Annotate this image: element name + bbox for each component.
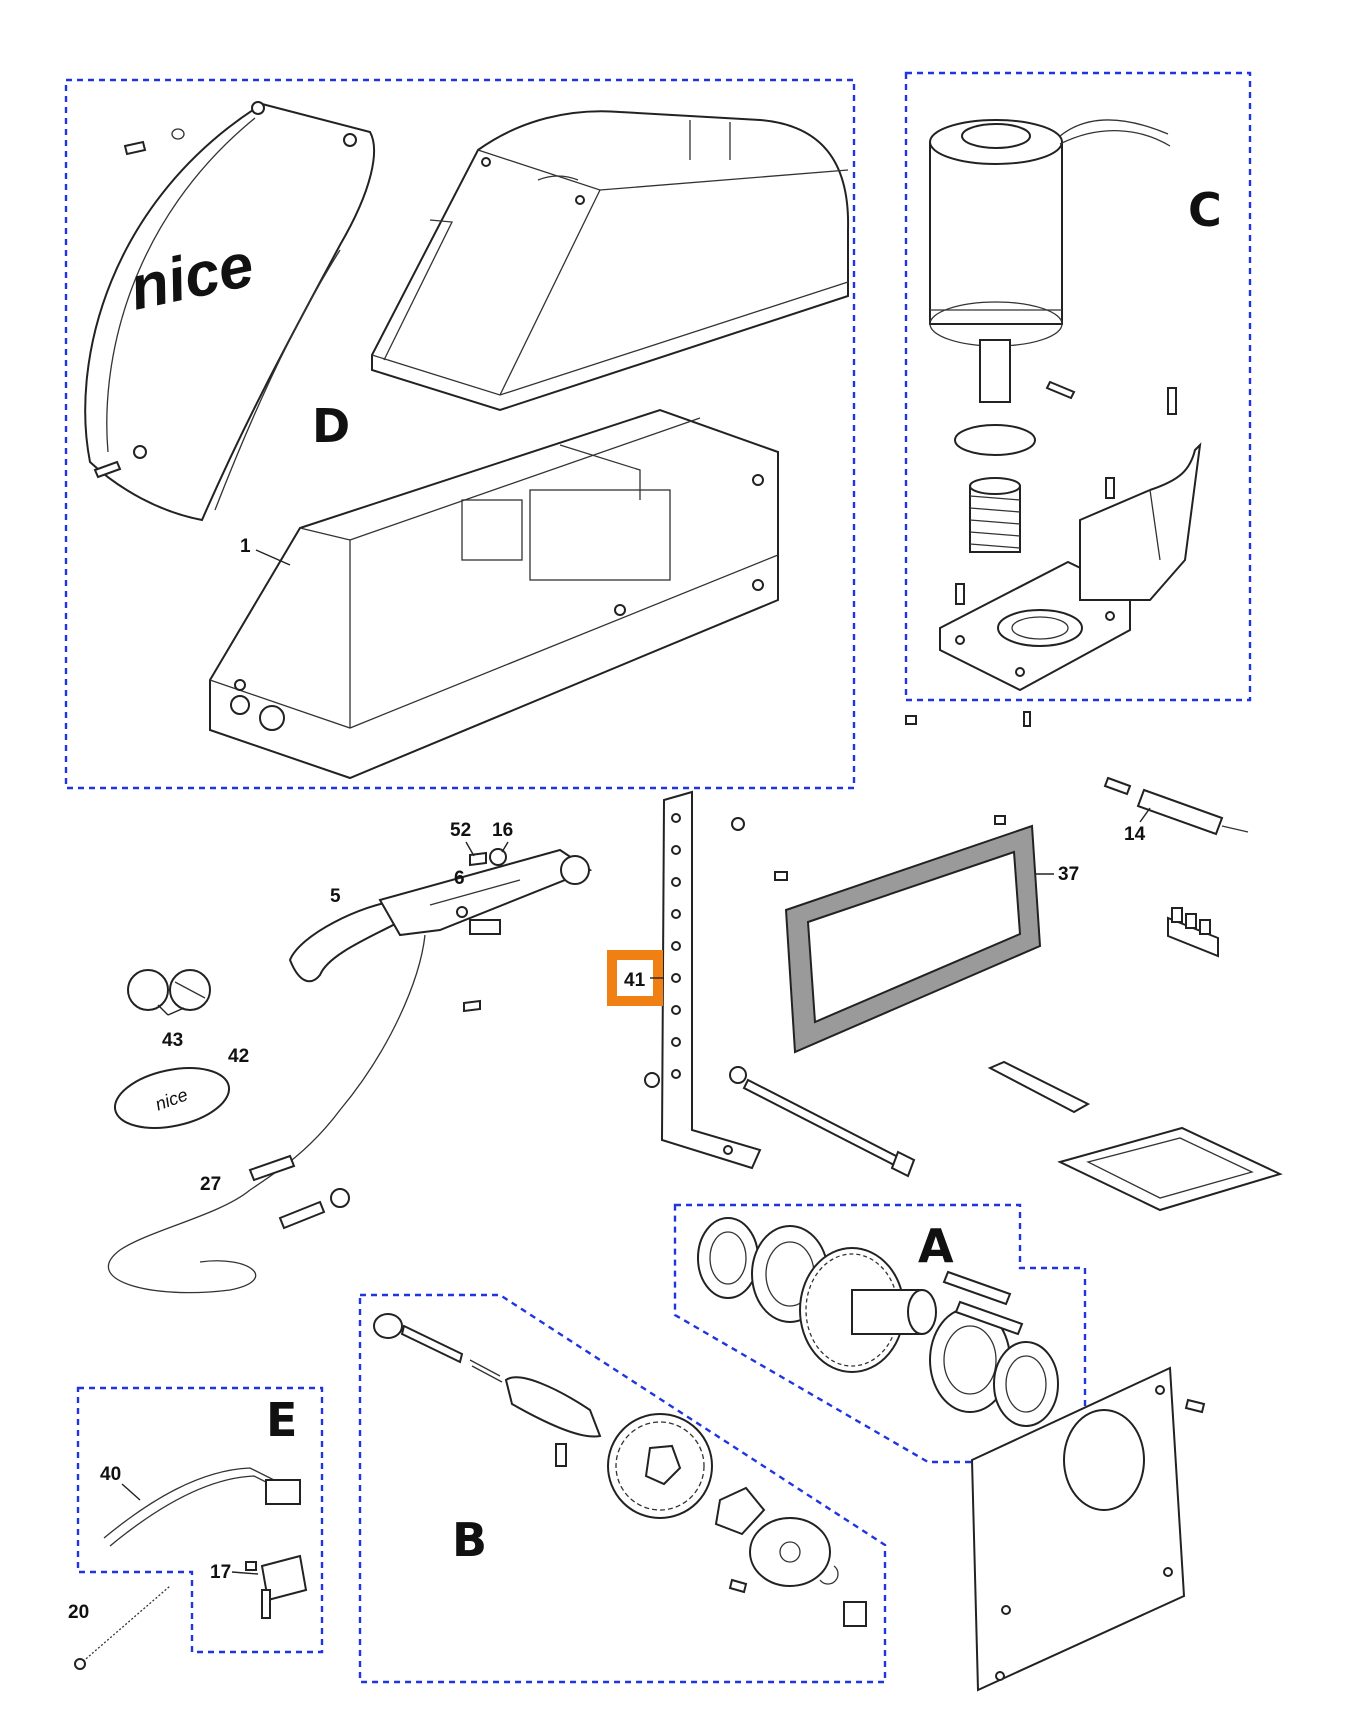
group-e-parts bbox=[103, 1467, 308, 1619]
group-letter-e: E bbox=[266, 1393, 297, 1447]
part-label-42: 42 bbox=[228, 1046, 249, 1067]
base-housing bbox=[209, 408, 779, 780]
group-letter-b: B bbox=[452, 1513, 487, 1567]
part-label-1: 1 bbox=[240, 536, 251, 557]
spring-20 bbox=[74, 1585, 171, 1670]
release-lever-assembly: nice bbox=[107, 848, 593, 1294]
part-label-27: 27 bbox=[200, 1174, 221, 1195]
part-label-5: 5 bbox=[330, 886, 341, 907]
group-letter-c: C bbox=[1188, 183, 1222, 237]
gasket-37 bbox=[784, 824, 1042, 1054]
mounting-plate bbox=[970, 1366, 1206, 1692]
front-cover: nice bbox=[84, 101, 376, 522]
part-label-17: 17 bbox=[210, 1562, 231, 1583]
group-b-parts bbox=[373, 1313, 867, 1627]
group-a-parts bbox=[697, 1217, 1059, 1427]
terminal-block bbox=[1167, 907, 1219, 958]
part-label-43: 43 bbox=[162, 1030, 183, 1051]
part-label-20: 20 bbox=[68, 1602, 89, 1623]
highlighted-part-label: 41 bbox=[624, 970, 646, 991]
part-label-37: 37 bbox=[1058, 864, 1079, 885]
part-label-16: 16 bbox=[492, 820, 513, 841]
part-label-52: 52 bbox=[450, 820, 471, 841]
group-letter-a: A bbox=[918, 1219, 954, 1273]
frame-plate bbox=[1057, 1126, 1283, 1212]
group-b-border bbox=[358, 1293, 887, 1684]
highlighted-part-label-bg bbox=[617, 960, 653, 996]
group-a-border bbox=[673, 1203, 1087, 1464]
group-d-parts: nice bbox=[84, 101, 850, 780]
bracket-41 bbox=[644, 790, 762, 1170]
part-label-40: 40 bbox=[100, 1464, 121, 1485]
part-label-14: 14 bbox=[1124, 824, 1146, 845]
group-letter-d: D bbox=[312, 399, 350, 453]
part-14 bbox=[1103, 776, 1249, 836]
group-c-parts: C bbox=[905, 119, 1222, 727]
motor-bracket bbox=[939, 442, 1202, 692]
group-borders bbox=[64, 71, 1252, 1684]
motor bbox=[929, 119, 1171, 403]
top-cover bbox=[371, 110, 850, 412]
worm-gear bbox=[969, 477, 1021, 553]
flat-strip bbox=[987, 1060, 1091, 1114]
part-label-6: 6 bbox=[454, 868, 465, 889]
long-bolt bbox=[729, 1066, 916, 1178]
group-c-border bbox=[904, 71, 1252, 702]
group-e-border bbox=[76, 1386, 324, 1654]
